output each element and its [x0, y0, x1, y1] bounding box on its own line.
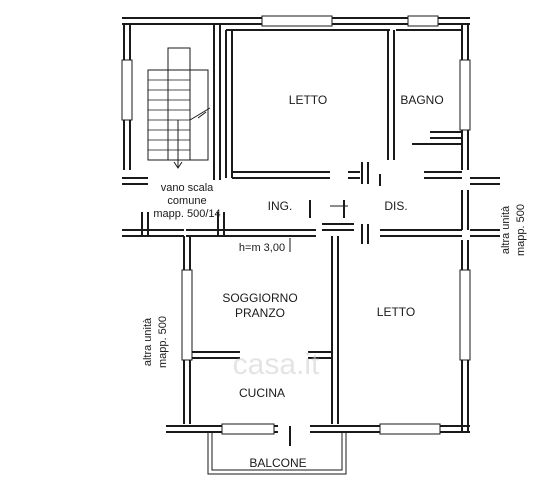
window-left-soggiorno: [181, 269, 193, 361]
room-label-cucina: CUCINA: [239, 386, 285, 400]
room-label-letto-top: LETTO: [289, 93, 327, 107]
room-label-soggiorno-line1: SOGGIORNO: [222, 291, 297, 305]
window-left-stair: [121, 59, 133, 121]
walls: [122, 17, 500, 475]
stair-label-line2: comune: [167, 195, 206, 207]
room-label-ingresso: ING.: [268, 199, 293, 213]
ceiling-height-note: h=m 3,00: [239, 242, 285, 254]
stair-label-line1: vano scala: [161, 182, 214, 194]
neighbor-right-line1: altra unità: [500, 205, 512, 254]
neighbor-left-line2: mapp. 500: [157, 316, 169, 368]
window-bottom-cucina: [221, 423, 275, 435]
neighbor-right-line2: mapp. 500: [515, 204, 527, 256]
window-right-bagno: [459, 59, 471, 131]
windows: [121, 15, 471, 435]
window-top-letto: [261, 15, 333, 27]
window-top-bagno: [407, 15, 439, 27]
watermark: casa.it: [233, 348, 320, 381]
room-label-bagno: BAGNO: [400, 93, 443, 107]
window-right-letto: [459, 269, 471, 361]
room-label-disimpegno: DIS.: [384, 199, 407, 213]
room-label-letto-bottom: LETTO: [377, 305, 415, 319]
door-marks: [192, 174, 381, 446]
neighbor-left-line1: altra unità: [142, 317, 154, 366]
stair-label-line3: mapp. 500/14: [153, 208, 220, 220]
window-bottom-letto: [379, 423, 441, 435]
room-label-balcone: BALCONE: [249, 456, 306, 470]
staircase: [147, 47, 211, 169]
room-label-soggiorno-line2: PRANZO: [235, 306, 285, 320]
